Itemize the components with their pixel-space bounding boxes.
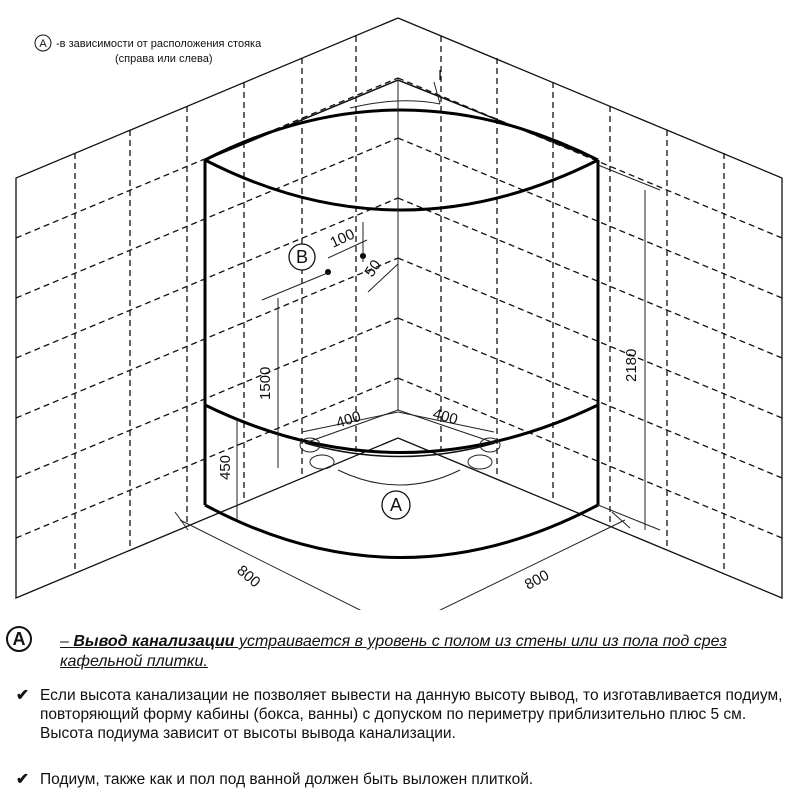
top-note-line2: (справа или слева) (115, 53, 213, 65)
dim-100: 100 (328, 226, 358, 252)
dimension-lines (174, 81, 661, 610)
shower-cabin-diagram: 100 50 1500 2180 450 400 400 800 800 I B… (15, 17, 783, 610)
dim-2180: 2180 (623, 349, 640, 382)
dim-450: 450 (217, 455, 234, 480)
top-note-marker: A (39, 38, 47, 50)
note-a-marker: A (6, 626, 32, 652)
dim-800-left: 800 (233, 562, 263, 591)
marker-i: I (438, 67, 442, 84)
dim-400-left: 400 (334, 408, 363, 432)
check-mark-icon: ✔ (16, 687, 29, 704)
dim-50: 50 (361, 257, 384, 280)
note-a-dash: – (60, 633, 74, 650)
check-item-2-text: Подиум, также как и пол под ванной долже… (40, 771, 534, 788)
note-a-badge: A (6, 626, 32, 652)
check-item-2: ✔ Подиум, также как и пол под ванной дол… (16, 770, 786, 789)
check-item-1-text: Если высота канализации не позволяет выв… (40, 687, 783, 742)
top-note: A -в зависимости от расположения стояка … (34, 34, 262, 65)
dim-400-right: 400 (431, 405, 460, 428)
drain-fittings (299, 437, 501, 470)
dim-800-right: 800 (522, 567, 552, 594)
marker-a-diagram: A (381, 490, 411, 520)
note-a-bold: Вывод канализации (73, 633, 235, 650)
note-a-text: – Вывод канализации устраивается в урове… (60, 632, 780, 672)
marker-b: B (288, 243, 316, 271)
marker-b-label: B (296, 247, 308, 267)
cabin-roof (204, 79, 599, 410)
check-item-1: ✔ Если высота канализации не позволяет в… (16, 686, 786, 743)
cabin-body (203, 160, 600, 559)
top-note-line1: -в зависимости от расположения стояка (56, 38, 262, 50)
left-wall (15, 17, 399, 599)
note-a-rest: устраивается в уровень с полом из стены … (60, 633, 727, 670)
dim-1500: 1500 (257, 367, 274, 400)
right-wall (397, 17, 783, 599)
marker-a-label: A (390, 495, 402, 515)
check-mark-icon: ✔ (16, 771, 29, 788)
